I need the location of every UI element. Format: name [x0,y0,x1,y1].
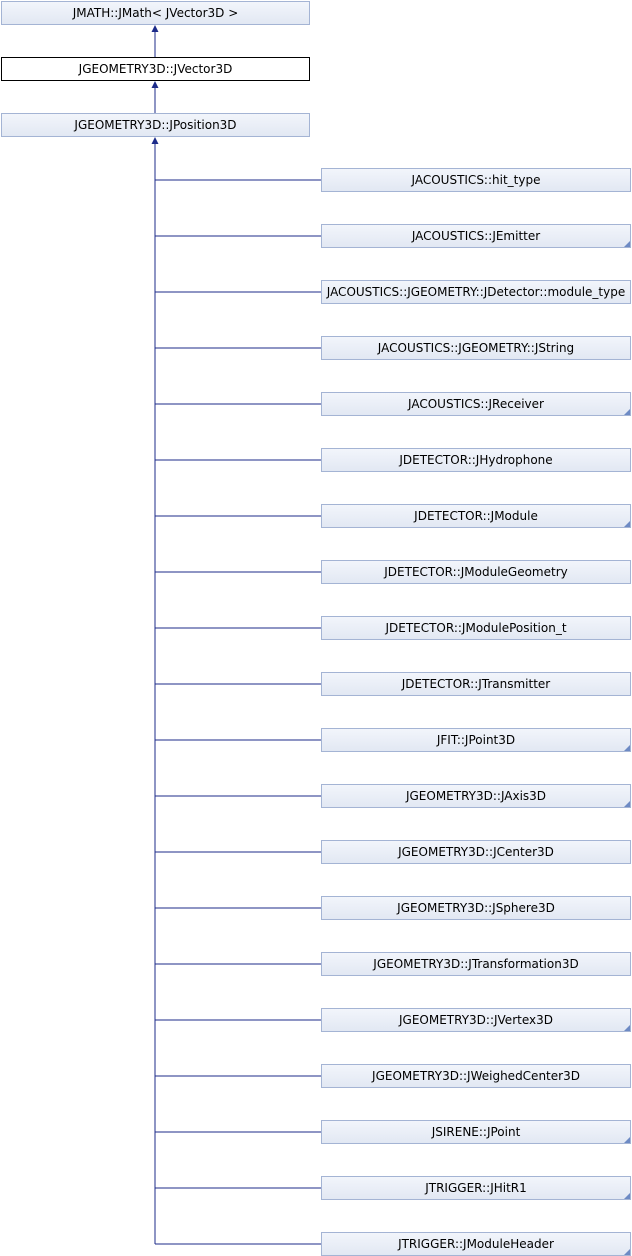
more-derived-corner-icon [624,745,630,751]
more-derived-corner-icon [624,1249,630,1255]
more-derived-corner-icon [624,1193,630,1199]
class-node-jacoustics-jgeometry-jstring[interactable]: JACOUSTICS::JGEOMETRY::JString [321,336,631,360]
class-node-jmath-jmath-jvector3d[interactable]: JMATH::JMath< JVector3D > [1,1,310,25]
more-derived-corner-icon [624,241,630,247]
class-name-label: JDETECTOR::JHydrophone [399,453,553,467]
class-name-label: JMATH::JMath< JVector3D > [72,6,239,20]
class-name-label: JDETECTOR::JModuleGeometry [384,565,568,579]
class-name-label: JACOUSTICS::JGEOMETRY::JString [377,341,575,355]
class-node-jgeometry3d-jsphere3d[interactable]: JGEOMETRY3D::JSphere3D [321,896,631,920]
class-node-jacoustics-hit-type[interactable]: JACOUSTICS::hit_type [321,168,631,192]
class-node-jacoustics-jreceiver[interactable]: JACOUSTICS::JReceiver [321,392,631,416]
class-name-label: JGEOMETRY3D::JVertex3D [399,1013,553,1027]
class-node-jdetector-jmodulegeometry[interactable]: JDETECTOR::JModuleGeometry [321,560,631,584]
class-node-jacoustics-jemitter[interactable]: JACOUSTICS::JEmitter [321,224,631,248]
more-derived-corner-icon [624,801,630,807]
class-node-jgeometry3d-jaxis3d[interactable]: JGEOMETRY3D::JAxis3D [321,784,631,808]
class-name-label: JGEOMETRY3D::JVector3D [78,62,233,76]
class-node-jdetector-jhydrophone[interactable]: JDETECTOR::JHydrophone [321,448,631,472]
class-node-jacoustics-jgeometry-jdetector-module-type[interactable]: JACOUSTICS::JGEOMETRY::JDetector::module… [321,280,631,304]
class-name-label: JTRIGGER::JHitR1 [425,1181,527,1195]
class-name-label: JDETECTOR::JModule [414,509,538,523]
class-node-jtrigger-jhitr1[interactable]: JTRIGGER::JHitR1 [321,1176,631,1200]
class-name-label: JFIT::JPoint3D [436,733,516,747]
class-name-label: JGEOMETRY3D::JCenter3D [398,845,554,859]
class-name-label: JACOUSTICS::JEmitter [411,229,541,243]
class-name-label: JACOUSTICS::hit_type [411,173,541,187]
class-node-jgeometry3d-jtransformation3d[interactable]: JGEOMETRY3D::JTransformation3D [321,952,631,976]
class-node-jgeometry3d-jweighedcenter3d[interactable]: JGEOMETRY3D::JWeighedCenter3D [321,1064,631,1088]
class-node-jfit-jpoint3d[interactable]: JFIT::JPoint3D [321,728,631,752]
class-name-label: JDETECTOR::JTransmitter [401,677,551,691]
more-derived-corner-icon [624,521,630,527]
class-node-jgeometry3d-jvertex3d[interactable]: JGEOMETRY3D::JVertex3D [321,1008,631,1032]
class-node-jtrigger-jmoduleheader[interactable]: JTRIGGER::JModuleHeader [321,1232,631,1256]
class-node-jsirene-jpoint[interactable]: JSIRENE::JPoint [321,1120,631,1144]
class-node-jgeometry3d-jvector3d: JGEOMETRY3D::JVector3D [1,57,310,81]
class-name-label: JSIRENE::JPoint [431,1125,521,1139]
class-name-label: JACOUSTICS::JGEOMETRY::JDetector::module… [326,285,626,299]
class-name-label: JGEOMETRY3D::JTransformation3D [373,957,579,971]
class-name-label: JTRIGGER::JModuleHeader [398,1237,554,1251]
class-name-label: JGEOMETRY3D::JPosition3D [74,118,237,132]
class-name-label: JDETECTOR::JModulePosition_t [385,621,567,635]
class-node-jgeometry3d-jposition3d[interactable]: JGEOMETRY3D::JPosition3D [1,113,310,137]
class-node-jdetector-jmoduleposition-t[interactable]: JDETECTOR::JModulePosition_t [321,616,631,640]
class-node-jdetector-jtransmitter[interactable]: JDETECTOR::JTransmitter [321,672,631,696]
more-derived-corner-icon [624,1025,630,1031]
class-name-label: JGEOMETRY3D::JWeighedCenter3D [372,1069,580,1083]
class-name-label: JGEOMETRY3D::JAxis3D [405,789,547,803]
more-derived-corner-icon [624,409,630,415]
class-node-jgeometry3d-jcenter3d[interactable]: JGEOMETRY3D::JCenter3D [321,840,631,864]
class-name-label: JACOUSTICS::JReceiver [408,397,544,411]
inheritance-arrow-icon [151,25,159,32]
inheritance-arrow-icon [151,137,159,144]
more-derived-corner-icon [624,1137,630,1143]
inheritance-arrow-icon [151,81,159,88]
class-name-label: JGEOMETRY3D::JSphere3D [397,901,555,915]
class-node-jdetector-jmodule[interactable]: JDETECTOR::JModule [321,504,631,528]
